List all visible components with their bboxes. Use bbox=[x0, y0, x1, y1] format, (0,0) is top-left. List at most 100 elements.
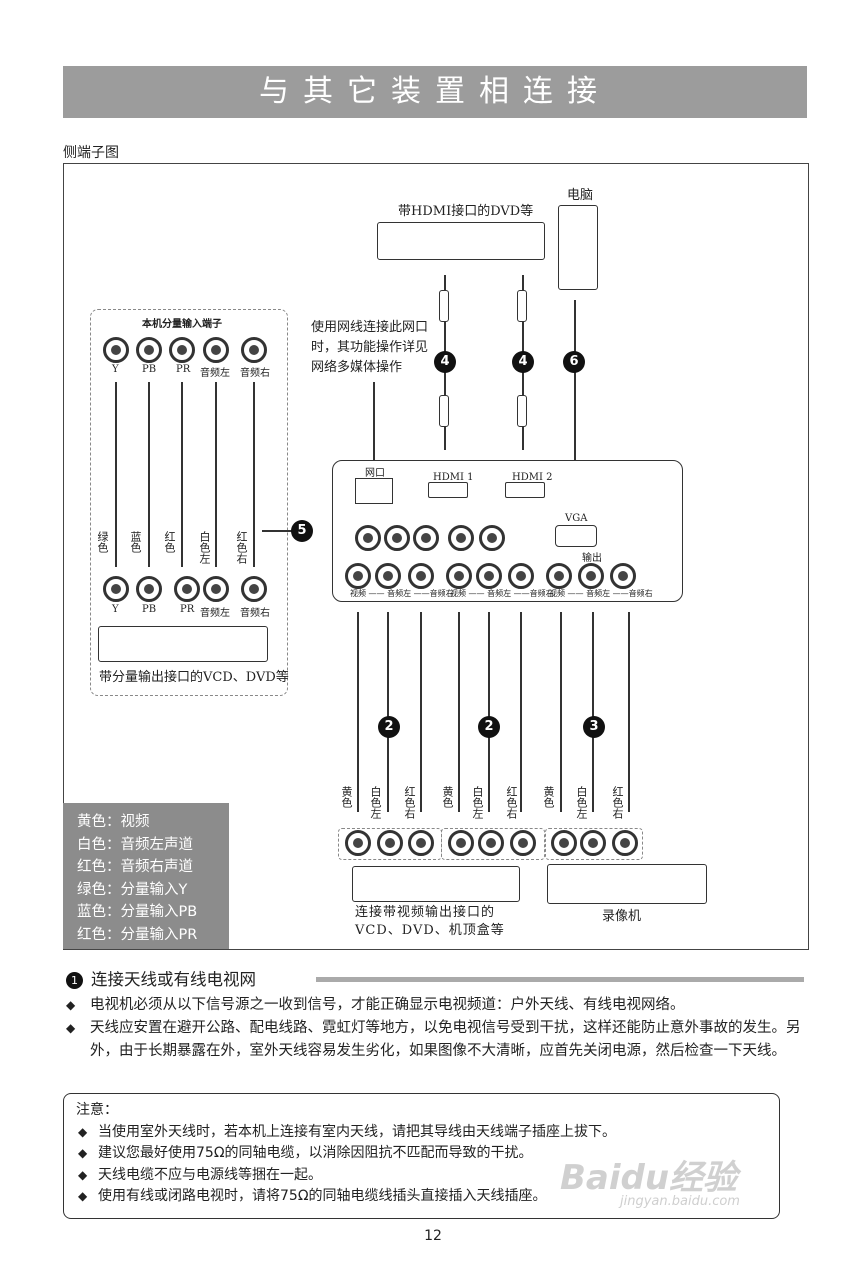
component-out-jack-audio-l bbox=[203, 576, 229, 602]
component-box-title: 本机分量输入端子 bbox=[142, 315, 222, 330]
av2-cable-audio-r bbox=[520, 612, 522, 812]
av1-cable-audio-r bbox=[420, 612, 422, 812]
component-jack-audio-r bbox=[241, 337, 267, 363]
av1-label-white: 白色左 bbox=[370, 786, 381, 819]
component-cable-label-blue: 蓝色 bbox=[130, 531, 141, 553]
dvd-hdmi-device bbox=[377, 222, 545, 260]
dev2-jack-audio-r bbox=[510, 830, 536, 856]
component-jack-pb bbox=[136, 337, 162, 363]
component-out-jack-pb bbox=[136, 576, 162, 602]
component-cable-y bbox=[115, 382, 117, 567]
av2-label-red: 红色右 bbox=[506, 786, 517, 819]
component-cable-label-red-r: 红色右 bbox=[236, 531, 247, 564]
av2-group-label: 视频 —— 音频左 ——音频右 bbox=[450, 588, 554, 599]
bullet-item: 电视机必须从以下信号源之一收到信号，才能正确显示电视频道：户外天线、有线电视网络… bbox=[66, 994, 806, 1017]
output-label: 输出 bbox=[582, 549, 602, 564]
vcr-jack-audio-r bbox=[612, 830, 638, 856]
component-bottom-label-pb: PB bbox=[142, 604, 156, 615]
component-cable-pb bbox=[148, 382, 150, 567]
section-1-bullets: 电视机必须从以下信号源之一收到信号，才能正确显示电视频道：户外天线、有线电视网络… bbox=[66, 994, 806, 1063]
pc-label: 电脑 bbox=[567, 184, 593, 203]
component-cable-label-green: 绿色 bbox=[97, 531, 108, 553]
av2-jack-video bbox=[446, 563, 472, 589]
av1-jack-audio-l bbox=[375, 563, 401, 589]
component-top-label-pr: PR bbox=[176, 364, 190, 375]
watermark-logo: Baidu经验 bbox=[560, 1150, 737, 1199]
av2-label-yellow: 黄色 bbox=[442, 786, 453, 808]
panel-jack-pr bbox=[413, 525, 439, 551]
vcr-jack-video bbox=[551, 830, 577, 856]
legend-item: 绿色：分量输入Y bbox=[77, 879, 229, 902]
note-title: 注意： bbox=[76, 1100, 767, 1122]
badge-5: 5 bbox=[291, 520, 313, 542]
out-label-red: 红色右 bbox=[612, 786, 623, 819]
component-jack-pr bbox=[169, 337, 195, 363]
section-number-badge: 1 bbox=[66, 972, 83, 989]
vcr-jack-audio-l bbox=[580, 830, 606, 856]
component-cable-label-red: 红色 bbox=[164, 531, 175, 553]
av2-cable-video bbox=[458, 612, 460, 812]
hdmi1-plug-top bbox=[439, 290, 449, 322]
vga-port bbox=[555, 525, 597, 547]
component-bottom-label-pr: PR bbox=[180, 604, 194, 615]
component-out-jack-audio-r bbox=[241, 576, 267, 602]
dev1-jack-audio-r bbox=[408, 830, 434, 856]
av1-label-red: 红色右 bbox=[404, 786, 415, 819]
out-label-white: 白色左 bbox=[576, 786, 587, 819]
av-device-label: 连接带视频输出接口的VCD、DVD、机顶盒等 bbox=[355, 904, 535, 940]
dev1-jack-audio-l bbox=[377, 830, 403, 856]
badge-6: 6 bbox=[563, 351, 585, 373]
component-out-jack-y bbox=[103, 576, 129, 602]
av1-label-yellow: 黄色 bbox=[341, 786, 352, 808]
legend-item: 白色：音频左声道 bbox=[77, 834, 229, 857]
component-cable-audio-l bbox=[215, 382, 217, 567]
hdmi1-port bbox=[428, 482, 468, 498]
dvd-hdmi-label: 带HDMI接口的DVD等 bbox=[398, 200, 533, 219]
badge-2-b: 2 bbox=[478, 716, 500, 738]
out-jack-audio-r bbox=[610, 563, 636, 589]
badge-4-b: 4 bbox=[512, 351, 534, 373]
av1-group-label: 视频 —— 音频左 ——音频右 bbox=[350, 588, 454, 599]
dev1-jack-video bbox=[345, 830, 371, 856]
panel-jack-pb bbox=[384, 525, 410, 551]
out-group-label: 视频 —— 音频左 ——音频右 bbox=[549, 588, 653, 599]
component-top-label-audio-l: 音频左 bbox=[200, 364, 230, 379]
network-note: 使用网线连接此网口时，其功能操作详见网络多媒体操作 bbox=[311, 318, 431, 378]
vga-label: VGA bbox=[565, 513, 587, 524]
panel-jack-audio-l bbox=[448, 525, 474, 551]
component-out-jack-pr bbox=[174, 576, 200, 602]
component-bottom-label-audio-r: 音频右 bbox=[240, 604, 270, 619]
av2-cable-audio-l bbox=[488, 612, 490, 812]
vcr-label: 录像机 bbox=[602, 905, 641, 924]
badge-4-a: 4 bbox=[434, 351, 456, 373]
color-legend: 黄色：视频 白色：音频左声道 红色：音频右声道 绿色：分量输入Y 蓝色：分量输入… bbox=[63, 803, 229, 949]
component-bottom-label-y: Y bbox=[112, 604, 119, 615]
legend-item: 蓝色：分量输入PB bbox=[77, 901, 229, 924]
hdmi2-plug-bottom bbox=[517, 395, 527, 427]
side-terminal-label: 侧端子图 bbox=[63, 142, 119, 162]
component-top-label-pb: PB bbox=[142, 364, 156, 375]
av-source-device bbox=[352, 866, 520, 902]
page-title: 与其它装置相连接 bbox=[63, 66, 807, 118]
component-top-label-y: Y bbox=[112, 364, 119, 375]
av2-label-white: 白色左 bbox=[472, 786, 483, 819]
component-jack-audio-l bbox=[203, 337, 229, 363]
page-number: 12 bbox=[0, 1228, 866, 1244]
watermark-url: jingyan.baidu.com bbox=[620, 1194, 740, 1209]
out-label-yellow: 黄色 bbox=[543, 786, 554, 808]
component-jack-y bbox=[103, 337, 129, 363]
av1-jack-video bbox=[345, 563, 371, 589]
out-cable-video bbox=[560, 612, 562, 812]
panel-jack-audio-r bbox=[479, 525, 505, 551]
av1-jack-audio-r bbox=[408, 563, 434, 589]
component-cable-audio-r bbox=[253, 382, 255, 567]
panel-jack-y bbox=[355, 525, 381, 551]
network-port-label: 网口 bbox=[365, 464, 385, 479]
vcr-device bbox=[547, 864, 707, 904]
dev2-jack-audio-l bbox=[478, 830, 504, 856]
network-arrow bbox=[373, 382, 375, 462]
legend-item: 黄色：视频 bbox=[77, 811, 229, 834]
dev2-jack-video bbox=[448, 830, 474, 856]
out-cable-audio-l bbox=[592, 612, 594, 812]
badge-2-a: 2 bbox=[378, 716, 400, 738]
